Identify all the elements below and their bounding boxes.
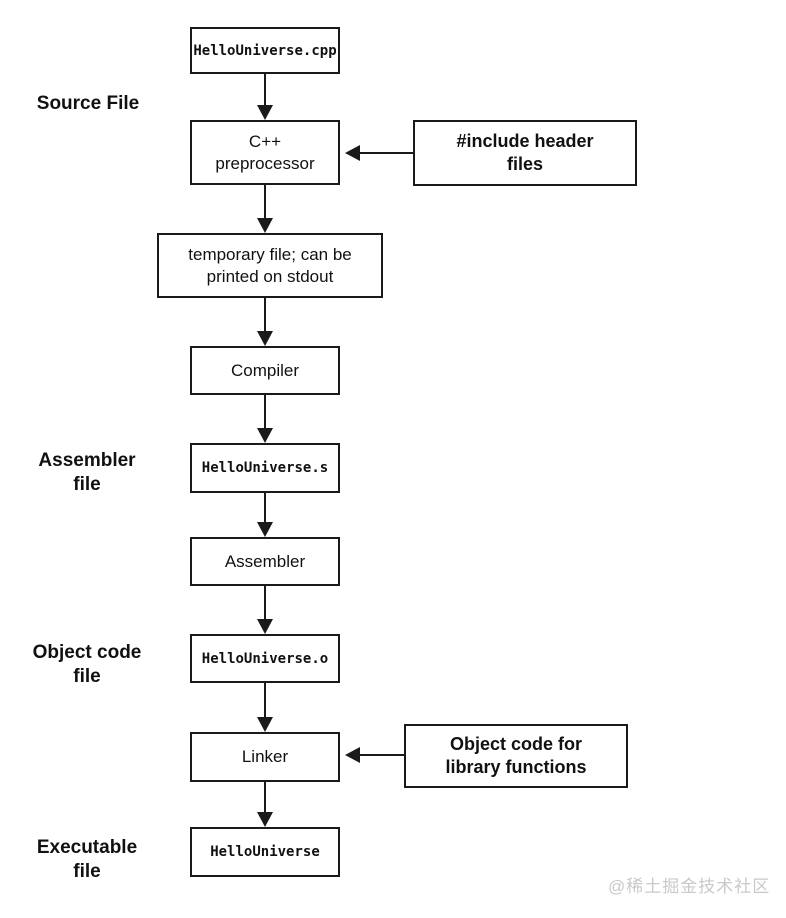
- node-preprocessor: C++ preprocessor: [190, 120, 340, 185]
- arrow-line: [357, 152, 413, 154]
- arrow-preprocessor-to-tempfile: [257, 185, 273, 233]
- stage-label-source-file: Source File: [36, 93, 140, 114]
- arrow-down-head-icon: [257, 105, 273, 120]
- arrow-headers-to-preprocessor: [345, 145, 413, 161]
- arrow-source-to-preprocessor: [257, 74, 273, 120]
- node-temporary-file: temporary file; can be printed on stdout: [157, 233, 383, 298]
- node-executable-file: HelloUniverse: [190, 827, 340, 877]
- arrow-down-head-icon: [257, 428, 273, 443]
- arrow-line: [264, 683, 266, 720]
- arrow-assembler-to-objectfile: [257, 586, 273, 634]
- stage-label-executable-file: Executable file: [36, 837, 138, 882]
- stage-label-assembler-file: Assembler file: [38, 450, 136, 495]
- stage-label-object-code-file: Object code file: [32, 642, 142, 687]
- node-compiler: Compiler: [190, 346, 340, 395]
- watermark-text: @稀土掘金技术社区: [608, 877, 771, 896]
- arrow-library-to-linker: [345, 747, 404, 763]
- arrow-down-head-icon: [257, 619, 273, 634]
- node-object-file: HelloUniverse.o: [190, 634, 340, 683]
- node-object-code-library: Object code for library functions: [404, 724, 628, 788]
- node-source-file: HelloUniverse.cpp: [190, 27, 340, 74]
- arrow-left-head-icon: [345, 747, 360, 763]
- arrow-down-head-icon: [257, 522, 273, 537]
- arrow-tempfile-to-compiler: [257, 298, 273, 346]
- arrow-line: [264, 493, 266, 525]
- arrow-down-head-icon: [257, 331, 273, 346]
- arrow-down-head-icon: [257, 812, 273, 827]
- arrow-compiler-to-assemblyfile: [257, 395, 273, 443]
- arrow-line: [357, 754, 404, 756]
- arrow-line: [264, 74, 266, 108]
- arrow-left-head-icon: [345, 145, 360, 161]
- node-assembly-file: HelloUniverse.s: [190, 443, 340, 493]
- node-include-headers: #include header files: [413, 120, 637, 186]
- arrow-line: [264, 782, 266, 815]
- arrow-line: [264, 586, 266, 622]
- arrow-linker-to-executable: [257, 782, 273, 827]
- arrow-line: [264, 395, 266, 431]
- arrow-objectfile-to-linker: [257, 683, 273, 732]
- node-assembler: Assembler: [190, 537, 340, 586]
- arrow-line: [264, 298, 266, 334]
- arrow-assemblyfile-to-assembler: [257, 493, 273, 537]
- arrow-down-head-icon: [257, 218, 273, 233]
- arrow-line: [264, 185, 266, 221]
- node-linker: Linker: [190, 732, 340, 782]
- arrow-down-head-icon: [257, 717, 273, 732]
